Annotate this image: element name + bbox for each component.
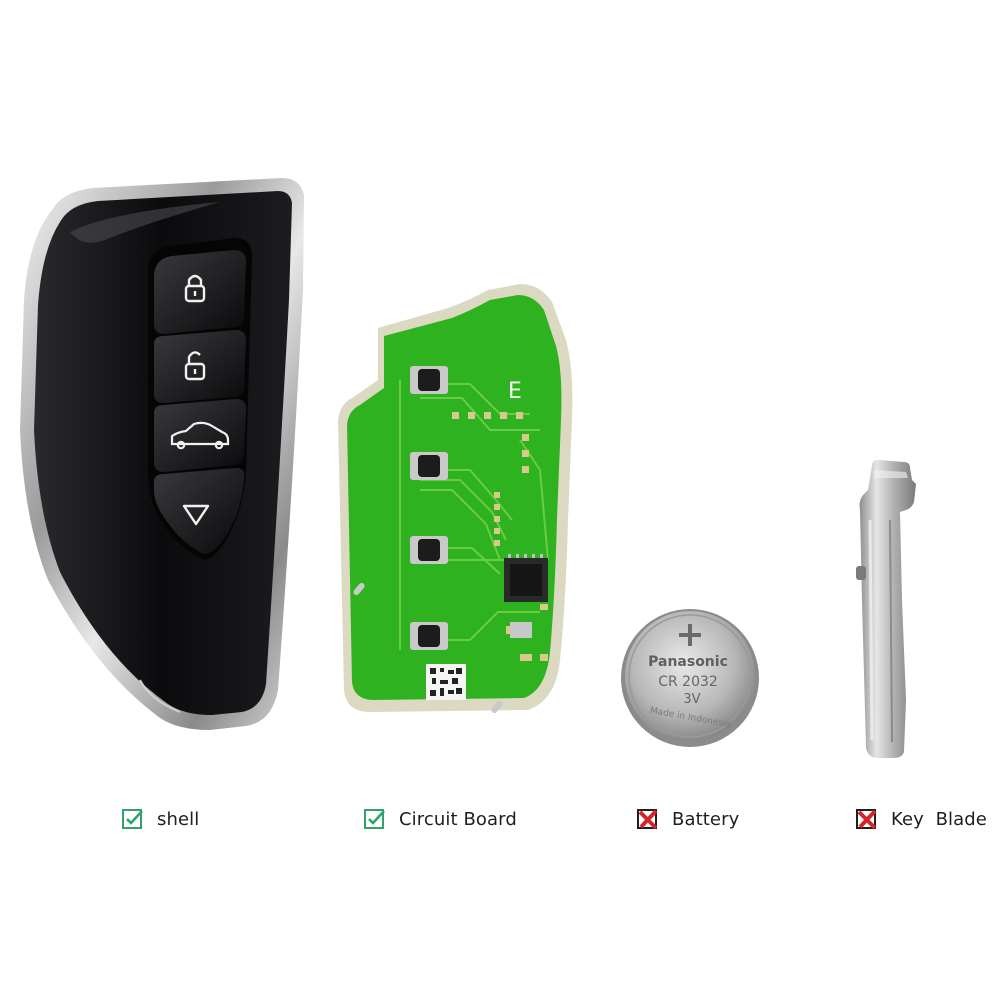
unlock-icon (184, 351, 206, 381)
check-box-icon (364, 809, 385, 829)
legend-label: Battery (672, 808, 740, 830)
coin-battery: Panasonic CR 2032 3V Made in Indonesia (621, 609, 759, 747)
unlock-button (154, 330, 246, 403)
qr-label (426, 664, 466, 700)
battery-voltage: 3V (683, 692, 700, 707)
triangle-down-icon (182, 504, 210, 526)
check-box-icon (122, 809, 143, 829)
trunk-button (154, 399, 246, 472)
microchip (504, 554, 548, 602)
key-blade (856, 460, 916, 758)
legend-label: Circuit Board (399, 808, 517, 830)
battery-brand: Panasonic (648, 654, 728, 670)
legend-item-key-blade: Key Blade (855, 802, 987, 836)
cross-box-icon (856, 809, 877, 830)
circuit-board: E (338, 284, 573, 714)
solder-pads (452, 412, 548, 661)
battery-model: CR 2032 (658, 674, 718, 690)
legend-label: shell (157, 808, 200, 830)
legend-item-shell: shell (121, 802, 199, 836)
legend-label: Key Blade (891, 808, 987, 830)
legend-item-circuit-board: Circuit Board (363, 802, 517, 836)
panic-button (154, 468, 245, 554)
pcb-marking: E (508, 379, 522, 404)
plus-icon (679, 624, 701, 646)
lock-button (154, 250, 246, 334)
lock-icon (184, 274, 206, 303)
cross-box-icon (637, 809, 658, 830)
tactile-switches (410, 366, 448, 650)
legend-item-battery: Battery (636, 802, 739, 836)
key-shell (20, 178, 304, 730)
car-trunk-icon (170, 421, 230, 450)
